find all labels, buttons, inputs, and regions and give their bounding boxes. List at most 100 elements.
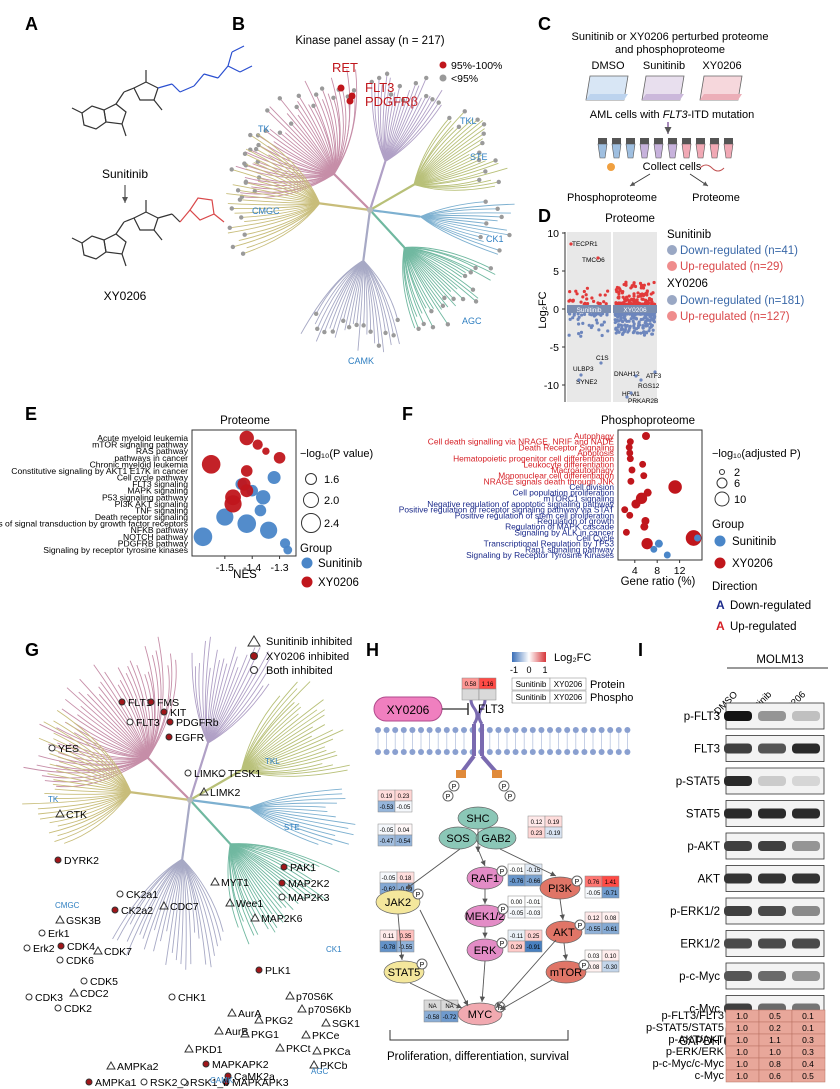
tree-b-kinase-dot-6-2 [230, 244, 236, 250]
heat-value-gab2: 0.23 [531, 831, 543, 837]
ratio-value: 0.6 [769, 1071, 781, 1081]
tree-g-leaf-6-5 [49, 791, 132, 824]
phospho-badge-stat5 [416, 958, 428, 970]
tree-b-kinase-dot-2-6 [475, 117, 480, 122]
tree-b-branch-trunk-6 [319, 202, 371, 212]
legend-dot-sun-up [667, 261, 677, 271]
tree-g-leaf-6-3 [48, 791, 132, 834]
volcano-up-xy-69 [620, 291, 624, 295]
group-label-tk: TK [258, 124, 270, 134]
lipid-head-bottom [547, 749, 553, 755]
heat-value-stat5: 0.11 [383, 934, 395, 940]
tree-b-kinase-dot-1-0 [369, 79, 374, 85]
tree-b-leaf-6-16 [245, 182, 320, 204]
tree-b-kinase-dot-5-20 [322, 329, 327, 335]
chart-e-point [224, 495, 242, 513]
tree-g-leaf-5-16 [153, 858, 183, 952]
heat-cell-mek [524, 906, 543, 919]
tube-8 [709, 143, 720, 159]
volcano-up-sun-27 [571, 299, 575, 303]
tree-g-branch-trunk-6 [130, 791, 191, 802]
volcano-ytick-label-4: -10 [544, 380, 559, 392]
flask-sunitinib [641, 75, 685, 101]
group-label-cmgc: CMGC [252, 206, 280, 216]
lipid-head-bottom [521, 749, 528, 755]
tree-g-leaf-1-14 [207, 647, 256, 744]
node-stat5 [383, 960, 425, 984]
node-label-akt: AKT [553, 927, 575, 939]
heat-value-mtor: 0.03 [588, 954, 600, 960]
kinase-label-myt1: MYT1 [221, 877, 249, 889]
workflow-arrow-2 [629, 173, 651, 187]
tree-b-leaf-5-21 [315, 259, 364, 342]
kinase-label-mapkapk2: MAPKAPK2 [212, 1059, 269, 1071]
kinase-label-pkcb: PKCb [320, 1060, 348, 1072]
chart-f-point [626, 455, 634, 463]
size-label-f-1: 2 [734, 467, 740, 479]
lipid-head-bottom [409, 749, 416, 755]
kinase-label-limk1: LIMK1 [194, 768, 225, 780]
heat-cell-mtor [601, 960, 620, 973]
tree-b-leaf-3-13 [420, 216, 499, 255]
tree-g-leaf-6-27 [56, 709, 132, 793]
marker-dot-plk1 [255, 966, 263, 974]
tree-g-leaf-1-10 [207, 646, 237, 744]
chart-e-ytick-label: PDGFRB pathway [118, 538, 189, 548]
tree-b-kinase-dot-1-14 [424, 75, 429, 81]
flask-xy0206 [699, 75, 743, 101]
lipid-head-top [435, 727, 442, 733]
tree-b-kinase-dot-4-28 [416, 326, 421, 331]
tree-g-leaf-3-8 [248, 807, 349, 829]
marker-dot-fms [147, 698, 155, 706]
tree-g-branch-trunk-5 [181, 799, 192, 860]
tree-b-leaf-6-22 [244, 153, 321, 204]
chart-f-ytick-label: Cell Cycle [576, 533, 614, 543]
pathway-arrow-7 [559, 898, 565, 921]
heat-value-gab2: -0.19 [547, 831, 561, 837]
tree-b-leaf-6-18 [231, 169, 320, 204]
volcano-dn-xy-170 [625, 319, 629, 323]
volcano-dn-xy-146 [638, 323, 642, 327]
blot-band-p-stat5 [758, 776, 786, 786]
heat-value-pi3k: -0.71 [604, 891, 618, 897]
kinase-label-limk2: LIMK2 [210, 787, 241, 799]
legend-g-triangle [247, 635, 261, 647]
condition-label-dmso: DMSO [592, 60, 625, 72]
panel-letter-e: E [25, 404, 37, 424]
lipid-head-top [547, 727, 553, 733]
tree-g-leaf-3-11 [248, 807, 350, 845]
lipid-head-top [581, 727, 588, 733]
heat-value-akt: 0.08 [605, 916, 617, 922]
volcano-up-xy-98 [624, 295, 629, 299]
chart-e-xlabel: NES [233, 569, 257, 581]
sample-tubes [597, 138, 734, 159]
tree-g-leaf-0-29 [104, 671, 149, 759]
volcano-up-xy-111 [624, 280, 628, 284]
tree-g-leaf-3-4 [248, 805, 326, 809]
group-dot-e-xy0206 [301, 576, 313, 588]
tree-g-leaf-6-0 [64, 791, 132, 844]
tree-b-kinase-dot-1-4 [384, 71, 390, 76]
group-dot-e-sunitinib [301, 557, 313, 569]
ratio-value: 0.1 [802, 1011, 814, 1021]
volcano-dn-xy-169 [623, 314, 627, 318]
tree-b-leaf-0-33 [304, 80, 335, 175]
ratio-value: 1.0 [736, 1011, 748, 1021]
volcano-dn-sun-25 [606, 329, 610, 333]
volcano-ylabel: Log₂FC [537, 291, 549, 328]
marker-tri-pkcb [309, 1059, 319, 1069]
blot-band-erk1/2 [758, 938, 786, 949]
chart-f-ytick-label: Macroautophagy [552, 465, 615, 475]
tree-g-leaf-6-22 [53, 738, 132, 793]
tree-g-leaf-6-20 [54, 749, 132, 793]
tree-b-kinase-dot-4-2 [473, 265, 478, 271]
volcano-dn-xy-171 [637, 320, 641, 324]
panel-c: C Sunitinib or XY0206 perturbed proteome… [538, 14, 768, 204]
marker-dot-ck2a2 [111, 906, 119, 914]
blot-label-p-flt3: p-FLT3 [684, 711, 720, 723]
chart-e-point [240, 484, 254, 498]
marker-tri-map2k6 [250, 912, 260, 922]
marker-dot-cdk4 [57, 942, 65, 950]
